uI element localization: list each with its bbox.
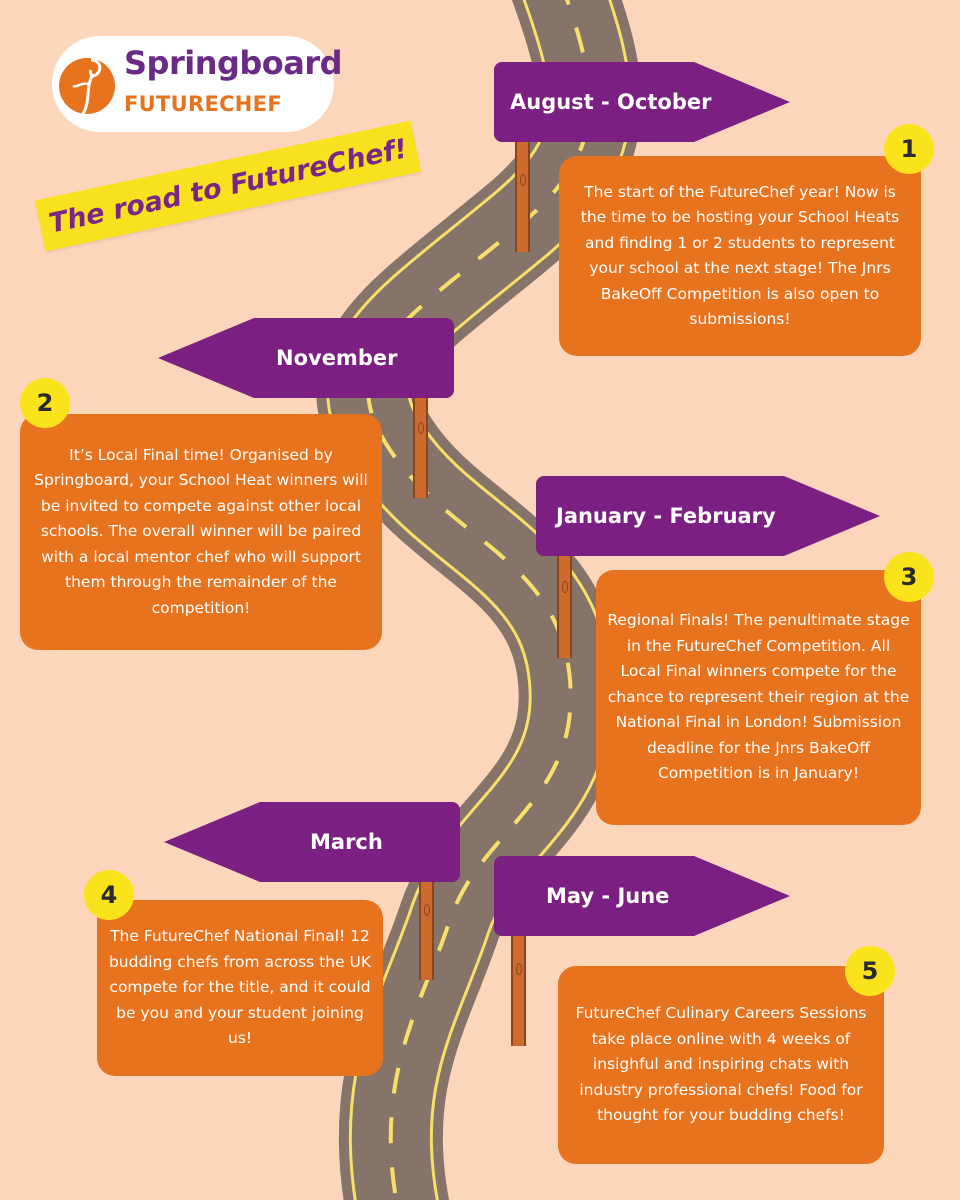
signpost-step-4-label: March xyxy=(310,830,383,854)
signpost-step-5-label: May - June xyxy=(546,884,670,908)
chef-figure-icon xyxy=(59,58,115,121)
sign-pole-5 xyxy=(511,928,526,1046)
step-2-card: It’s Local Final time! Organised by Spri… xyxy=(20,414,382,650)
step-5-number: 5 xyxy=(861,957,879,985)
step-5-text: FutureChef Culinary Careers Sessions tak… xyxy=(575,1004,867,1125)
step-5-card: FutureChef Culinary Careers Sessions tak… xyxy=(558,966,884,1164)
step-2-number: 2 xyxy=(36,389,54,417)
road-center-dashes xyxy=(366,0,592,1200)
springboard-logo: Springboard FUTURECHEF xyxy=(52,36,343,132)
step-4-text: The FutureChef National Final! 12 buddin… xyxy=(108,927,372,1048)
step-2-badge: 2 xyxy=(20,378,70,428)
step-3-badge: 3 xyxy=(884,552,934,602)
logo-brand-text: Springboard xyxy=(124,44,343,82)
step-1-text: The start of the FutureChef year! Now is… xyxy=(580,182,900,329)
sign-pole-4 xyxy=(419,872,434,980)
step-2-text: It’s Local Final time! Organised by Spri… xyxy=(34,445,368,617)
step-3-number: 3 xyxy=(900,563,918,591)
step-4-number: 4 xyxy=(100,881,118,909)
step-1-number: 1 xyxy=(900,135,918,163)
sign-pole-3 xyxy=(557,548,572,658)
step-4-card: The FutureChef National Final! 12 buddin… xyxy=(97,900,383,1076)
logo-sub-text: FUTURECHEF xyxy=(124,92,282,116)
signpost-step-2-label: November xyxy=(276,346,398,370)
step-1-badge: 1 xyxy=(884,124,934,174)
step-1-card: The start of the FutureChef year! Now is… xyxy=(559,156,921,356)
step-3-text: Regional Finals! The penultimate stage i… xyxy=(607,611,910,783)
step-3-card: Regional Finals! The penultimate stage i… xyxy=(596,570,921,825)
step-5-badge: 5 xyxy=(845,946,895,996)
step-4-badge: 4 xyxy=(84,870,134,920)
sign-pole-2 xyxy=(413,390,428,498)
signpost-step-1-label: August - October xyxy=(510,90,712,114)
signpost-step-3-label: January - February xyxy=(556,504,776,528)
sign-pole-1 xyxy=(515,140,530,252)
